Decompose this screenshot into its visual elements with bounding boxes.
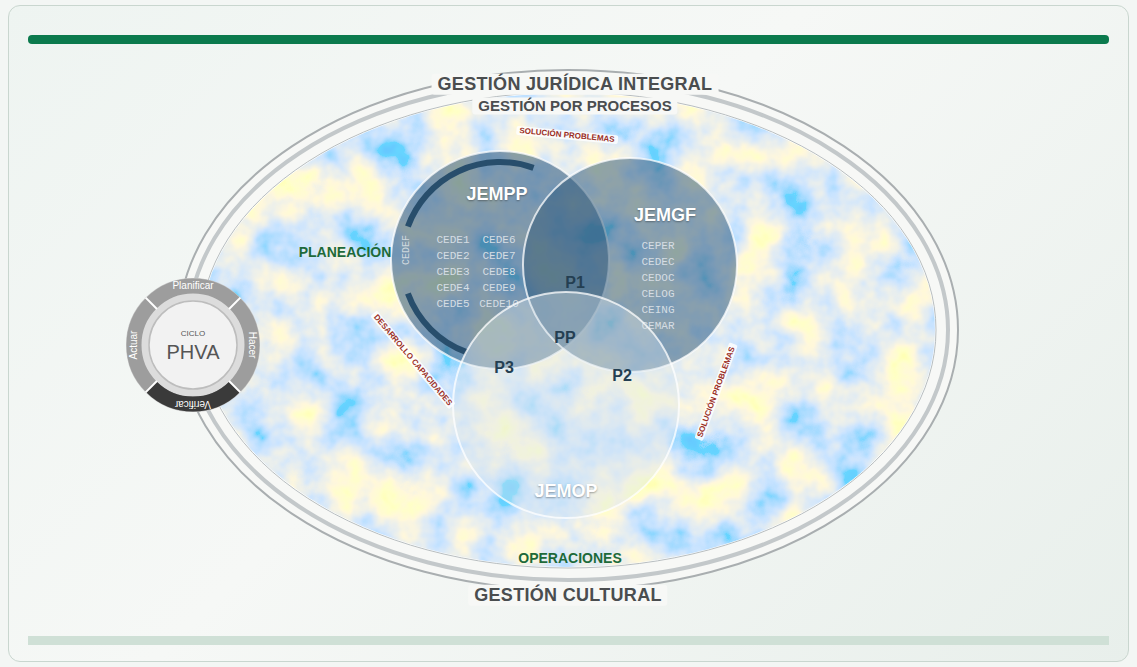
map-ground xyxy=(200,92,936,568)
circle-text: JEMOP xyxy=(534,481,597,502)
band-title: GESTIÓN JURÍDICA INTEGRAL xyxy=(432,74,719,95)
phva-cycle: CICLO PHVA PlanificarHacerVerificar Actuar xyxy=(125,277,261,413)
cycle-text: Planificar xyxy=(172,280,213,292)
callout-number: P2 xyxy=(612,367,632,385)
callout-number: P3 xyxy=(494,359,514,377)
circle-text: CEDE5 xyxy=(436,298,469,311)
circle-text: CEDE3 xyxy=(436,266,469,279)
top-bar xyxy=(28,35,1109,44)
ring-divider xyxy=(146,298,157,309)
ring-divider xyxy=(229,381,240,392)
circle-text: JEMGF xyxy=(634,205,696,226)
circle-text: JEMPP xyxy=(466,184,527,205)
band-track xyxy=(188,80,948,580)
circle-text: CEDE1 xyxy=(436,234,469,247)
circle-text: CEDOC xyxy=(641,272,674,285)
phva-ring xyxy=(134,286,252,404)
circle-text: CEING xyxy=(641,304,674,317)
callout-number: P1 xyxy=(565,274,585,292)
band-title: GESTIÓN CULTURAL xyxy=(468,585,667,606)
cycle-text: Verificar xyxy=(175,398,211,410)
circle-fill xyxy=(453,292,679,518)
map-texture xyxy=(201,93,935,567)
ring-divider xyxy=(146,381,157,392)
circle-text: CEDE9 xyxy=(482,282,515,295)
band-title: GESTIÓN POR PROCESOS xyxy=(472,97,677,114)
phva-core xyxy=(149,301,237,389)
circle-text: CEPER xyxy=(641,240,674,253)
callout-number: PP xyxy=(554,329,575,347)
cycle-text: CICLO xyxy=(181,329,205,338)
cycle-text: Actuar xyxy=(128,331,140,360)
cycle-text: Hacer xyxy=(246,332,258,359)
circle-text: CEDE8 xyxy=(482,266,515,279)
phva-ground xyxy=(127,279,259,411)
section-label: OPERACIONES xyxy=(518,550,621,566)
cycle-arc xyxy=(408,162,534,226)
jemop-circle: JEMOP xyxy=(452,291,680,519)
circle-text: CELOG xyxy=(641,288,674,301)
outer-band xyxy=(178,70,958,590)
ring-divider xyxy=(229,298,240,309)
cycle-text: PHVA xyxy=(167,341,220,364)
bottom-bar xyxy=(28,636,1109,645)
vertical-label: CEDEF xyxy=(401,235,412,265)
circle-text: CEDE6 xyxy=(482,234,515,247)
circle-text: CEDE4 xyxy=(436,282,469,295)
circle-text: CEDE2 xyxy=(436,250,469,263)
circle-text: CEDEC xyxy=(641,256,674,269)
circle-text: CEDE7 xyxy=(482,250,515,263)
section-label: PLANEACIÓN xyxy=(299,244,392,260)
